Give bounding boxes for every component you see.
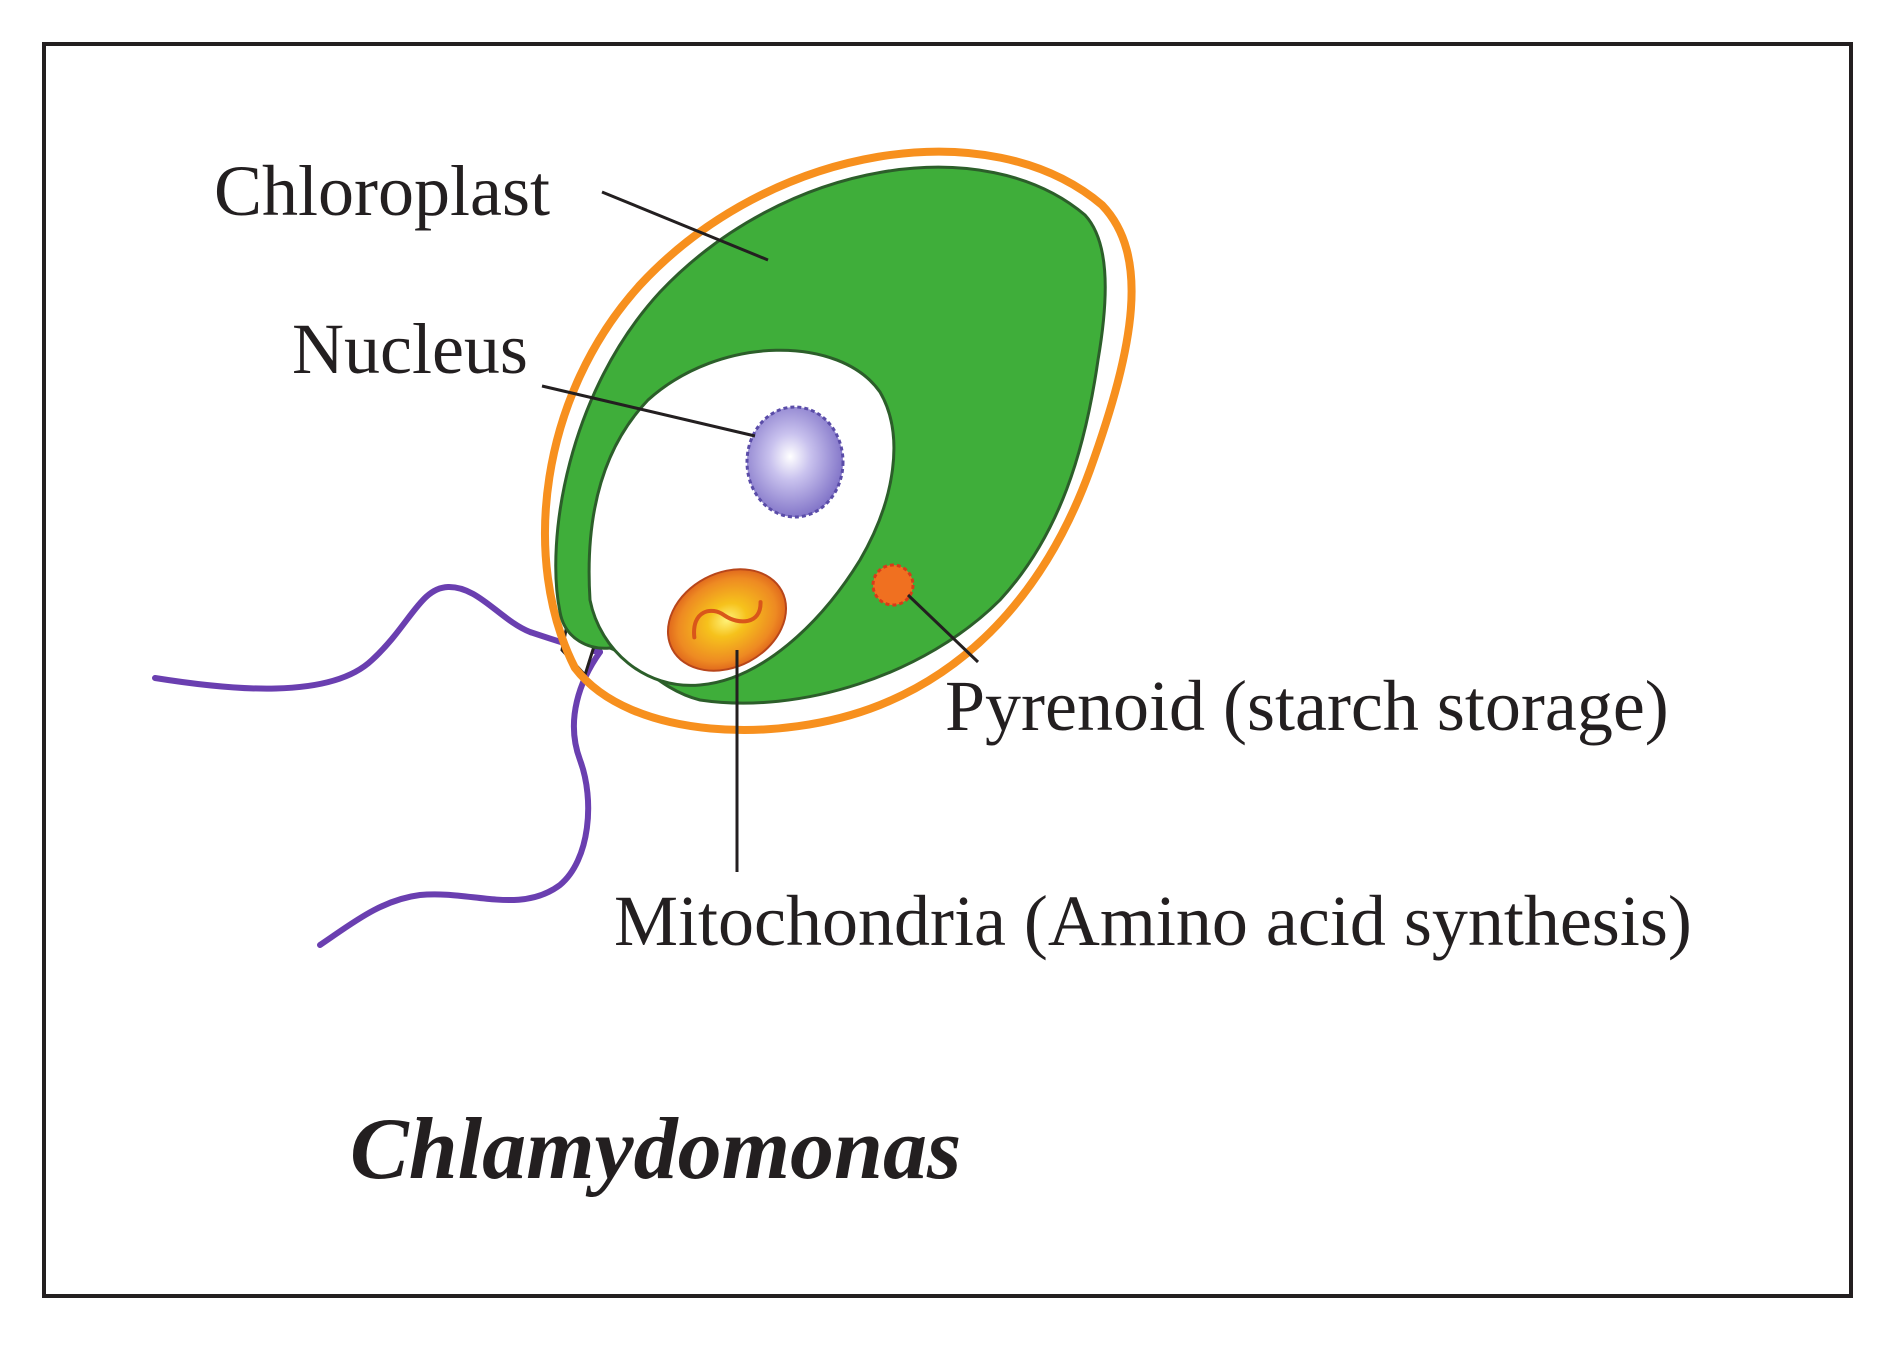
mitochondria-label: Mitochondria (Amino acid synthesis)	[614, 881, 1692, 961]
flagellum-lower	[317, 649, 603, 948]
mitochondria-outer	[666, 568, 788, 672]
chloroplast-label: Chloroplast	[214, 151, 550, 231]
diagram-title: Chlamydomonas	[350, 1101, 961, 1198]
chloroplast-leader-line	[601, 190, 769, 262]
flagellum-upper	[152, 583, 603, 692]
pyrenoid-leader-line	[906, 593, 980, 664]
mitochondria	[666, 568, 788, 672]
nucleus	[745, 405, 845, 519]
nucleus-label: Nucleus	[292, 309, 528, 389]
cell-wall	[541, 147, 1136, 734]
mitochondria-cristae	[692, 600, 763, 640]
pyrenoid	[871, 563, 915, 607]
nucleus-leader-line	[541, 384, 756, 438]
pyrenoid-label: Pyrenoid (starch storage)	[945, 666, 1669, 746]
